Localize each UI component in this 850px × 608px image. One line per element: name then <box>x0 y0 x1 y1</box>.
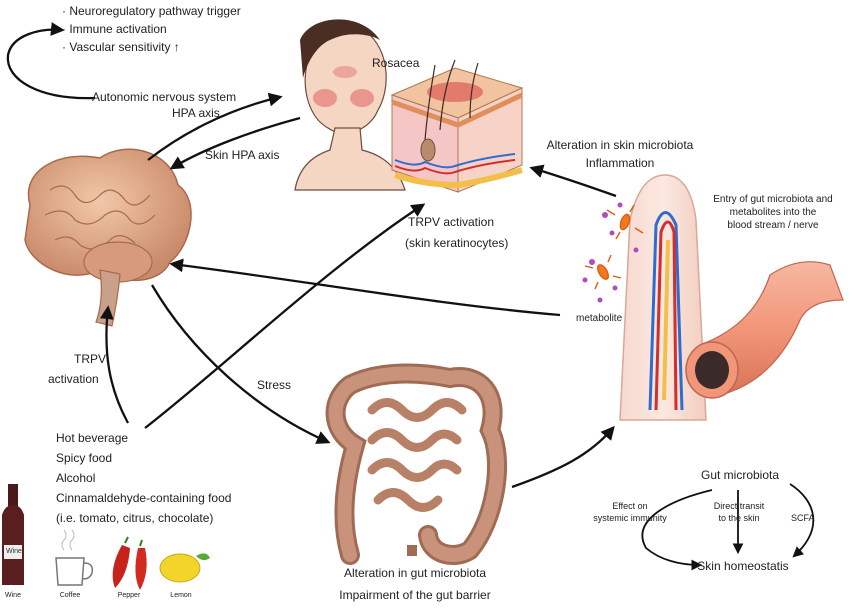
trigger-item: (i.e. tomato, citrus, chocolate) <box>56 511 214 525</box>
wine-bottle-icon <box>2 484 24 585</box>
villus-to-skin-arrow <box>529 164 617 198</box>
direct-label: Direct transit <box>713 501 765 511</box>
rosacea-label: Rosacea <box>372 56 420 70</box>
entry-label: blood stream / nerve <box>727 220 819 231</box>
skin-cross-section-illustration <box>390 59 524 193</box>
top-bullet: · Immune activation <box>62 22 167 36</box>
skin-hpa-label: Skin HPA axis <box>205 148 280 162</box>
skin-microbiota-label: Alteration in skin microbiota <box>546 138 694 152</box>
pepper-icon <box>112 536 147 590</box>
villus-vessel-illustration <box>582 174 844 421</box>
intestine-illustration <box>325 363 508 565</box>
trigger-item: Hot beverage <box>56 431 129 445</box>
brain-to-face-arrow <box>147 92 283 161</box>
top-bullet: · Neuroregulatory pathway trigger <box>62 4 241 18</box>
inflammation-label: Inflammation <box>585 156 655 170</box>
gut-barrier-label: Impairment of the gut barrier <box>339 588 491 602</box>
face-to-brain-arrow <box>169 116 301 170</box>
rosacea-face-illustration <box>294 19 406 191</box>
trpv-skin-label: TRPV activation <box>408 215 495 229</box>
wine-label: Wine <box>5 592 21 599</box>
homeostasis-arrows <box>641 483 815 571</box>
trigger-item: Alcohol <box>56 471 96 485</box>
top-bullet: · Vascular sensitivity ↑ <box>62 40 180 54</box>
trigger-item: Spicy food <box>56 451 113 465</box>
entry-label: Entry of gut microbiota and <box>713 194 833 205</box>
gut-microbiota-label: Gut microbiota <box>700 468 780 482</box>
trigger-item: Cinnamaldehyde-containing food <box>56 491 232 505</box>
lemon-icon <box>159 553 210 583</box>
triggers-to-skin-arrow <box>144 203 426 429</box>
effect-label: Effect on <box>612 501 648 511</box>
hpa-label: HPA axis <box>172 106 220 120</box>
trpv-left-label: TRPV <box>73 352 106 366</box>
triggers-to-brain-arrow <box>99 305 130 424</box>
arrows <box>6 22 617 489</box>
scfa-label: SCFA <box>791 513 815 523</box>
brain-to-gut-arrow <box>151 284 331 444</box>
loop-arrow <box>6 22 96 100</box>
effect-label: systemic immunity <box>593 513 667 523</box>
pepper-label: Pepper <box>117 592 141 599</box>
coffee-cup-icon <box>55 529 94 586</box>
food-icons <box>2 484 210 590</box>
gut-alteration-label: Alteration in gut microbiota <box>343 566 487 580</box>
stress-label: Stress <box>257 378 292 392</box>
brain-illustration <box>24 148 192 327</box>
bottle-label: Wine <box>6 548 22 555</box>
skin-homeostasis-label: Skin homeostatis <box>697 559 789 573</box>
autonomic-label: Autonomic nervous system <box>92 90 237 104</box>
entry-label: metabolites into the <box>729 207 817 218</box>
metabolite-label: metabolite <box>576 313 623 324</box>
gut-to-villus-arrow <box>511 425 615 489</box>
trpv-skin-sub-label: (skin keratinocytes) <box>405 236 509 250</box>
coffee-label: Coffee <box>59 592 81 599</box>
trpv-left-sub-label: activation <box>48 372 99 386</box>
direct-label: to the skin <box>718 513 760 523</box>
villus-to-brain-arrow <box>169 258 561 317</box>
lemon-label: Lemon <box>170 592 192 599</box>
